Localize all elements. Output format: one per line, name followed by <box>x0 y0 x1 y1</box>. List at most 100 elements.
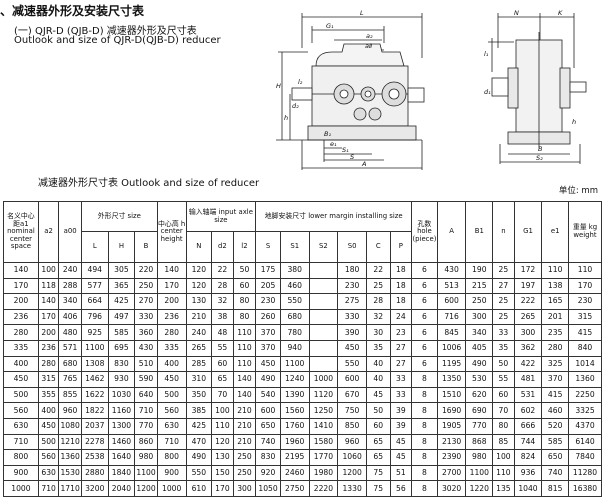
table-cell: 740 <box>255 433 281 451</box>
table-cell: 630 <box>156 417 187 435</box>
col-a3: a00 <box>58 201 82 263</box>
table-cell: 230 <box>255 293 281 310</box>
table-cell: 300 <box>232 480 257 497</box>
svg-text:G₁: G₁ <box>326 22 334 30</box>
table-cell: 425 <box>107 293 136 310</box>
table-cell: 600 <box>337 371 367 388</box>
table-cell: 55 <box>492 371 515 388</box>
table-cell: 1240 <box>279 371 310 388</box>
table-cell: 1760 <box>279 417 310 435</box>
table-cell: 220 <box>134 262 158 279</box>
table-cell: 80 <box>492 417 515 435</box>
table-cell: 270 <box>134 293 158 310</box>
table-cell: 500 <box>3 386 39 404</box>
table-cell: 868 <box>465 433 494 451</box>
table-cell: 796 <box>80 308 109 326</box>
col-n: n <box>492 201 515 263</box>
table-cell: 1960 <box>279 433 310 451</box>
table-cell: 236 <box>156 308 187 326</box>
table-cell: 200 <box>37 324 60 341</box>
table-cell: 610 <box>185 480 213 497</box>
table-cell: 960 <box>337 433 367 451</box>
table-cell: 430 <box>134 339 158 357</box>
table-cell: 1195 <box>436 355 467 373</box>
table-cell: 2390 <box>436 449 467 466</box>
table-cell: 490 <box>465 355 494 373</box>
table-cell: 50 <box>365 402 391 419</box>
table-cell: 640 <box>134 386 158 404</box>
table-cell: 1000 <box>3 480 39 497</box>
table-cell: 940 <box>279 339 310 357</box>
table-cell: 695 <box>107 339 136 357</box>
table-cell: 1622 <box>80 386 109 404</box>
table-cell: 510 <box>134 355 158 373</box>
table-cell: 780 <box>279 324 310 341</box>
table-cell: 300 <box>465 308 494 326</box>
table-cell: 18 <box>389 262 413 279</box>
table-cell: 28 <box>365 293 391 310</box>
table-cell: 360 <box>134 324 158 341</box>
table-cell: 250 <box>232 464 257 482</box>
table-cell: 120 <box>211 433 234 451</box>
table-cell: 330 <box>134 308 158 326</box>
table-cell: 590 <box>134 371 158 388</box>
table-cell: 39 <box>389 402 413 419</box>
table-cell <box>308 355 339 373</box>
table-cell: 30 <box>365 324 391 341</box>
table-cell: 415 <box>567 324 603 341</box>
table-cell: 415 <box>541 386 569 404</box>
table-cell: 140 <box>37 293 60 310</box>
table-cell: 197 <box>513 277 543 295</box>
col-A: A <box>436 201 467 263</box>
table-cell: 1200 <box>134 480 158 497</box>
table-cell: 45 <box>389 433 413 451</box>
table-cell: 24 <box>389 308 413 326</box>
table-cell: 744 <box>513 433 543 451</box>
table-cell: 330 <box>337 308 367 326</box>
table-cell: 39 <box>389 417 413 435</box>
table-cell: 670 <box>337 386 367 404</box>
table-cell: 571 <box>58 339 82 357</box>
table-cell: 1250 <box>308 402 339 419</box>
table-cell: 520 <box>541 417 569 435</box>
table-cell: 2460 <box>279 464 310 482</box>
table-cell: 25 <box>365 277 391 295</box>
table-cell: 900 <box>156 464 187 482</box>
table-cell: 340 <box>58 293 82 310</box>
table-cell: 450 <box>3 371 39 388</box>
table-cell: 3020 <box>436 480 467 497</box>
table-cell: 710 <box>134 402 158 419</box>
table-cell: 824 <box>513 449 543 466</box>
svg-text:a₂: a₂ <box>366 32 373 40</box>
table-cell: 1690 <box>436 402 467 419</box>
table-cell: 1100 <box>465 464 494 482</box>
table-cell: 1560 <box>279 402 310 419</box>
table-cell: 235 <box>541 324 569 341</box>
table-cell <box>308 293 339 310</box>
table-cell: 8 <box>411 480 438 497</box>
side-view-drawing: N K l₁ d₁ h B S₂ <box>484 9 587 164</box>
table-cell: 6 <box>411 262 438 279</box>
table-cell: 6 <box>411 308 438 326</box>
table-cell: 260 <box>255 308 281 326</box>
table-cell: 2220 <box>308 480 339 497</box>
subtitle-chinese: (一) QJR-D (QJB-D) 减速器外形及尺寸表 <box>14 26 197 37</box>
table-cell: 400 <box>156 355 187 373</box>
table-cell: 1330 <box>337 480 367 497</box>
table-cell: 265 <box>185 339 213 357</box>
svg-text:A: A <box>361 160 366 168</box>
table-cell: 980 <box>465 449 494 466</box>
table-cell: 362 <box>513 339 543 357</box>
table-cell: 450 <box>156 371 187 388</box>
table-cell: 50 <box>492 355 515 373</box>
table-cell: 1710 <box>58 480 82 497</box>
table-cell: 170 <box>3 277 39 295</box>
table-cell: 2037 <box>80 417 109 435</box>
table-cell: 1640 <box>107 449 136 466</box>
table-cell: 960 <box>58 402 82 419</box>
table-cell: 60 <box>492 386 515 404</box>
table-cell: 980 <box>134 449 158 466</box>
